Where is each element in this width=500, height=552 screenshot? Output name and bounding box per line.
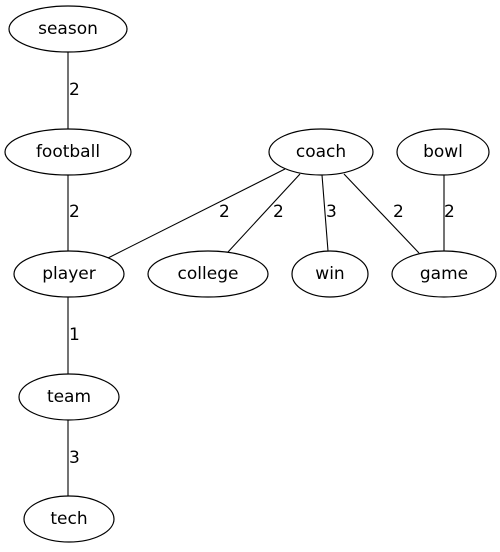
edge-coach-game: 2: [343, 173, 420, 254]
edge-team-tech: 3: [67, 420, 80, 496]
edge-weight-label-bowl-game: 2: [444, 202, 455, 222]
edge-coach-win: 3: [321, 174, 337, 252]
node-label-coach: coach: [296, 142, 346, 162]
edge-line-coach-game: [343, 173, 420, 254]
node-ellipse-football: [4, 128, 132, 176]
node-label-season: season: [38, 19, 98, 39]
edge-coach-college: 2: [227, 173, 301, 253]
node-college: college: [147, 250, 269, 298]
node-ellipse-coach: [268, 128, 374, 176]
node-label-bowl: bowl: [423, 142, 463, 162]
node-label-tech: tech: [50, 509, 87, 529]
node-ellipse-win: [291, 250, 369, 298]
node-win: win: [291, 250, 369, 298]
edge-line-coach-player: [107, 168, 286, 259]
node-label-football: football: [36, 142, 100, 162]
edge-bowl-game: 2: [443, 175, 455, 251]
edge-season-football: 2: [67, 52, 80, 129]
node-ellipse-player: [13, 250, 125, 298]
node-label-game: game: [420, 264, 468, 284]
edge-football-player: 2: [67, 175, 80, 251]
node-bowl: bowl: [396, 128, 490, 176]
edge-coach-player: 2: [107, 168, 286, 259]
node-player: player: [13, 250, 125, 298]
node-tech: tech: [23, 495, 115, 543]
edge-weight-label-season-football: 2: [69, 80, 80, 100]
node-ellipse-college: [147, 250, 269, 298]
edge-weight-label-coach-college: 2: [273, 202, 284, 222]
edge-weight-label-football-player: 2: [69, 202, 80, 222]
edge-line-coach-college: [227, 173, 301, 253]
edges-layer: 2 2 2 2 3 2 2 1 3: [67, 52, 455, 496]
node-football: football: [4, 128, 132, 176]
nodes-layer: season football coach bowl player college win g…: [4, 5, 497, 543]
edge-weight-label-coach-win: 3: [326, 202, 337, 222]
node-label-win: win: [315, 264, 344, 284]
node-ellipse-team: [18, 373, 120, 421]
node-label-team: team: [47, 387, 91, 407]
node-label-player: player: [42, 264, 95, 284]
edge-player-team: 1: [67, 297, 80, 374]
edge-weight-label-coach-player: 2: [219, 202, 230, 222]
node-label-college: college: [178, 264, 239, 284]
edge-line-coach-win: [321, 174, 329, 252]
node-ellipse-bowl: [396, 128, 490, 176]
node-team: team: [18, 373, 120, 421]
edge-weight-label-coach-game: 2: [393, 202, 404, 222]
edge-weight-label-player-team: 1: [69, 325, 80, 345]
node-coach: coach: [268, 128, 374, 176]
edge-weight-label-team-tech: 3: [69, 448, 80, 468]
node-ellipse-tech: [23, 495, 115, 543]
node-game: game: [391, 250, 497, 298]
node-season: season: [8, 5, 128, 53]
node-ellipse-game: [391, 250, 497, 298]
node-ellipse-season: [8, 5, 128, 53]
